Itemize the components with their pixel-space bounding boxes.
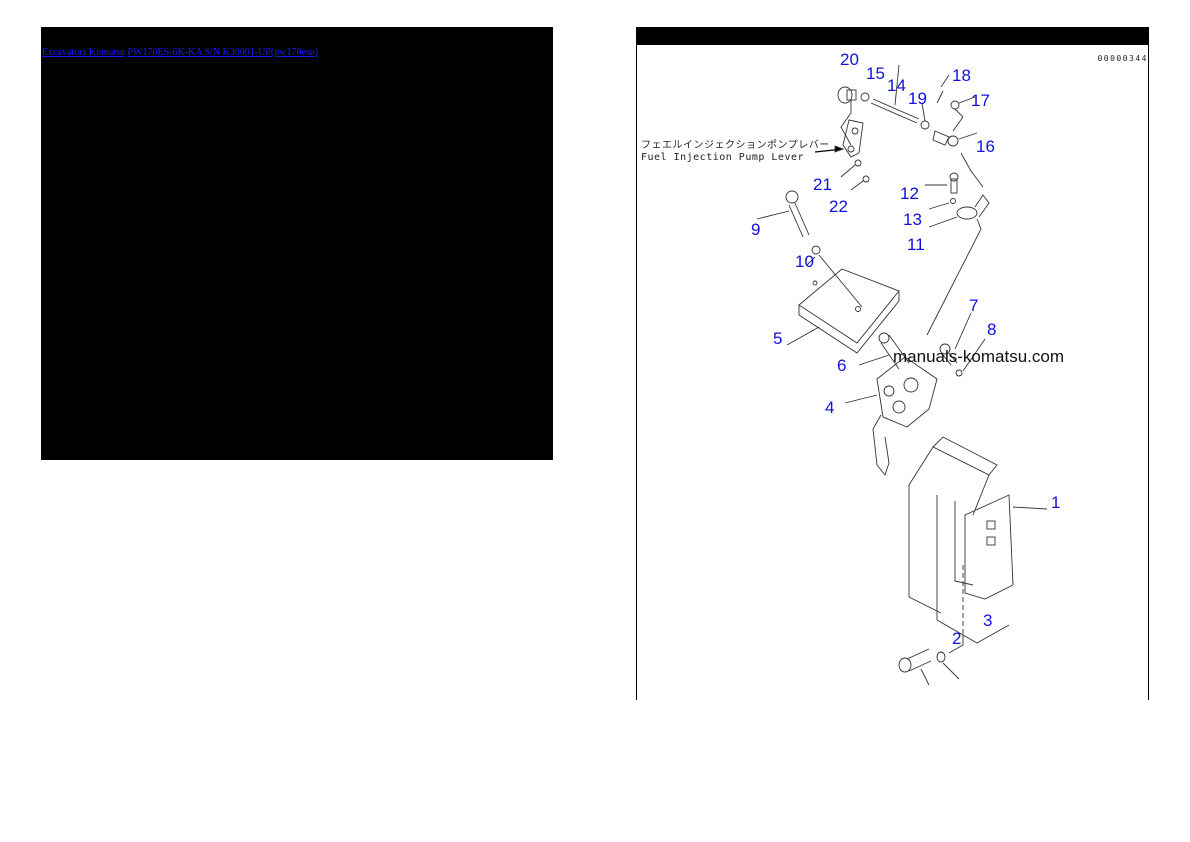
callout-18[interactable]: 18 <box>952 66 971 85</box>
callout-17[interactable]: 17 <box>971 91 990 110</box>
callout-15[interactable]: 15 <box>866 64 885 83</box>
callout-4[interactable]: 4 <box>825 398 835 417</box>
callout-16[interactable]: 16 <box>976 137 995 156</box>
callout-3[interactable]: 3 <box>983 611 993 630</box>
callout-12[interactable]: 12 <box>900 184 919 203</box>
callout-19[interactable]: 19 <box>908 89 927 108</box>
watermark: manuals-komatsu.com <box>893 347 1065 366</box>
breadcrumb: Excavators Komatsu PW170ES-6K-KA S/N K30… <box>42 47 318 58</box>
callout-1[interactable]: 1 <box>1051 493 1061 512</box>
parts-diagram: 00000344 フェエルインジェクションポンプレバー Fuel Injecti… <box>637 45 1148 700</box>
callout-13[interactable]: 13 <box>903 210 922 229</box>
diagram-line-art <box>756 64 1048 686</box>
callout-10[interactable]: 10 <box>795 252 814 271</box>
callout-14[interactable]: 14 <box>887 76 906 95</box>
callout-6[interactable]: 6 <box>837 356 847 375</box>
callout-9[interactable]: 9 <box>751 220 761 239</box>
breadcrumb-link-category[interactable]: Excavators Komatsu <box>42 47 126 58</box>
callout-7[interactable]: 7 <box>969 296 979 315</box>
breadcrumb-link-model[interactable]: PW170ES-6K-KA S/N K30001-UP(pw170esu) <box>127 47 319 58</box>
callout-22[interactable]: 22 <box>829 197 848 216</box>
fuel-injection-pump-lever-annotation: フェエルインジェクションポンプレバー Fuel Injection Pump L… <box>641 140 830 164</box>
callout-11[interactable]: 11 <box>907 235 925 254</box>
annotation-en: Fuel Injection Pump Lever <box>641 152 805 163</box>
annotation-jp: フェエルインジェクションポンプレバー <box>641 140 830 151</box>
diagram-code: 00000344 <box>1097 54 1148 63</box>
left-panel: Excavators Komatsu PW170ES-6K-KA S/N K30… <box>41 27 553 460</box>
callout-8[interactable]: 8 <box>987 320 997 339</box>
parts-diagram-panel: 00000344 フェエルインジェクションポンプレバー Fuel Injecti… <box>636 27 1149 700</box>
callout-20[interactable]: 20 <box>840 50 859 69</box>
diagram-header-bar <box>637 27 1148 45</box>
callout-21[interactable]: 21 <box>813 175 832 194</box>
callout-2[interactable]: 2 <box>952 629 962 648</box>
callout-5[interactable]: 5 <box>773 329 783 348</box>
